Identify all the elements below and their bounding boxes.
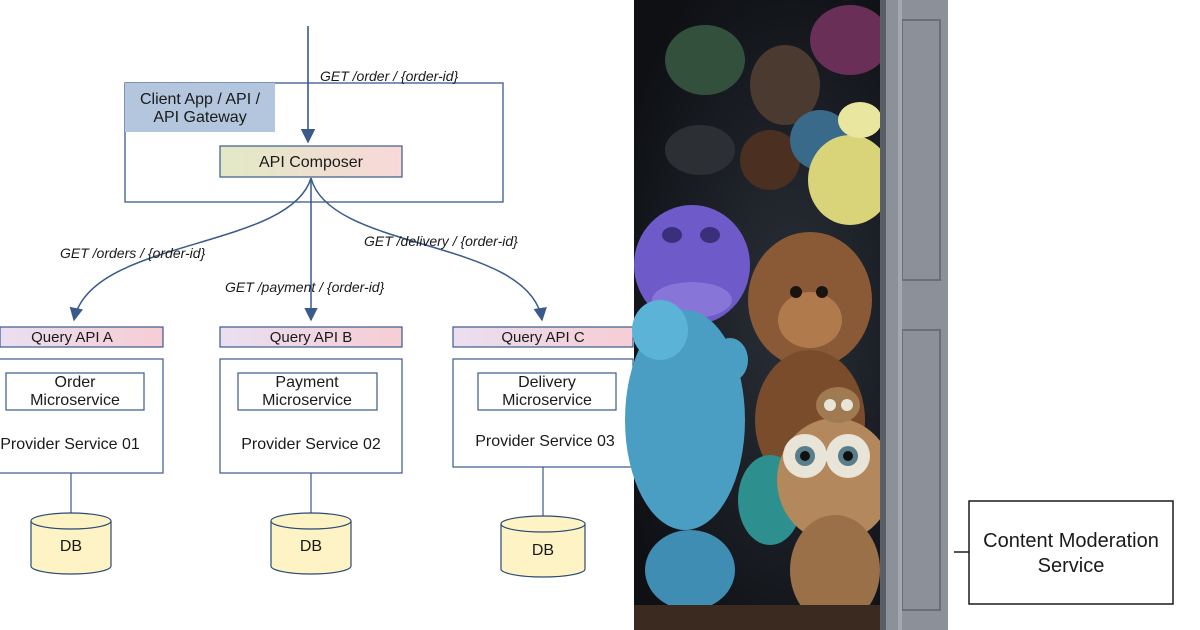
edge-orders-label: GET /orders / {order-id} <box>60 245 206 261</box>
query-api-c-label: Query API C <box>501 329 585 346</box>
db-a-cylinder <box>30 512 112 575</box>
provider-a-box <box>0 358 164 474</box>
content-moderation-line-1: Content Moderation <box>983 530 1159 552</box>
api-composer-label: API Composer <box>259 154 364 171</box>
query-api-b-label: Query API B <box>270 329 353 346</box>
edge-orders <box>69 177 312 322</box>
order-microservice-line-2: Microservice <box>30 392 120 409</box>
plush-toys-closet-photo <box>625 0 948 630</box>
query-api-a-label: Query API A <box>31 329 113 346</box>
edge-delivery <box>310 177 547 322</box>
db-a-label: DB <box>60 538 82 555</box>
gateway-label-box <box>125 83 275 132</box>
gateway-container <box>124 82 504 203</box>
gateway-label-line-2: API Gateway <box>153 109 246 126</box>
edge-delivery-label: GET /delivery / {order-id} <box>364 233 518 249</box>
db-c-cylinder <box>500 515 586 578</box>
payment-microservice-line-2: Microservice <box>262 392 352 409</box>
provider-service-03-label: Provider Service 03 <box>475 433 615 450</box>
edge-payment-label: GET /payment / {order-id} <box>225 279 385 295</box>
db-b-label: DB <box>300 538 322 555</box>
provider-service-02-label: Provider Service 02 <box>241 436 381 453</box>
closet-door <box>880 0 948 630</box>
query-api-b-box <box>219 326 403 348</box>
payment-microservice-box <box>237 372 378 411</box>
db-b-cylinder <box>270 512 352 575</box>
provider-service-01-label: Provider Service 01 <box>0 436 140 453</box>
order-microservice-line-1: Order <box>55 374 97 391</box>
gateway-label-line-1: Client App / API / <box>140 91 261 108</box>
payment-microservice-line-1: Payment <box>275 374 339 391</box>
api-composer-box <box>219 145 403 178</box>
db-c-label: DB <box>532 542 554 559</box>
incoming-request-label: GET /order / {order-id} <box>320 68 459 84</box>
delivery-microservice-line-2: Microservice <box>502 392 592 409</box>
content-moderation-box <box>968 500 1174 605</box>
delivery-microservice-line-1: Delivery <box>518 374 576 391</box>
content-moderation-line-2: Service <box>1038 555 1105 577</box>
order-microservice-box <box>5 372 145 411</box>
query-api-a-box <box>0 326 164 348</box>
delivery-microservice-box <box>477 372 617 411</box>
